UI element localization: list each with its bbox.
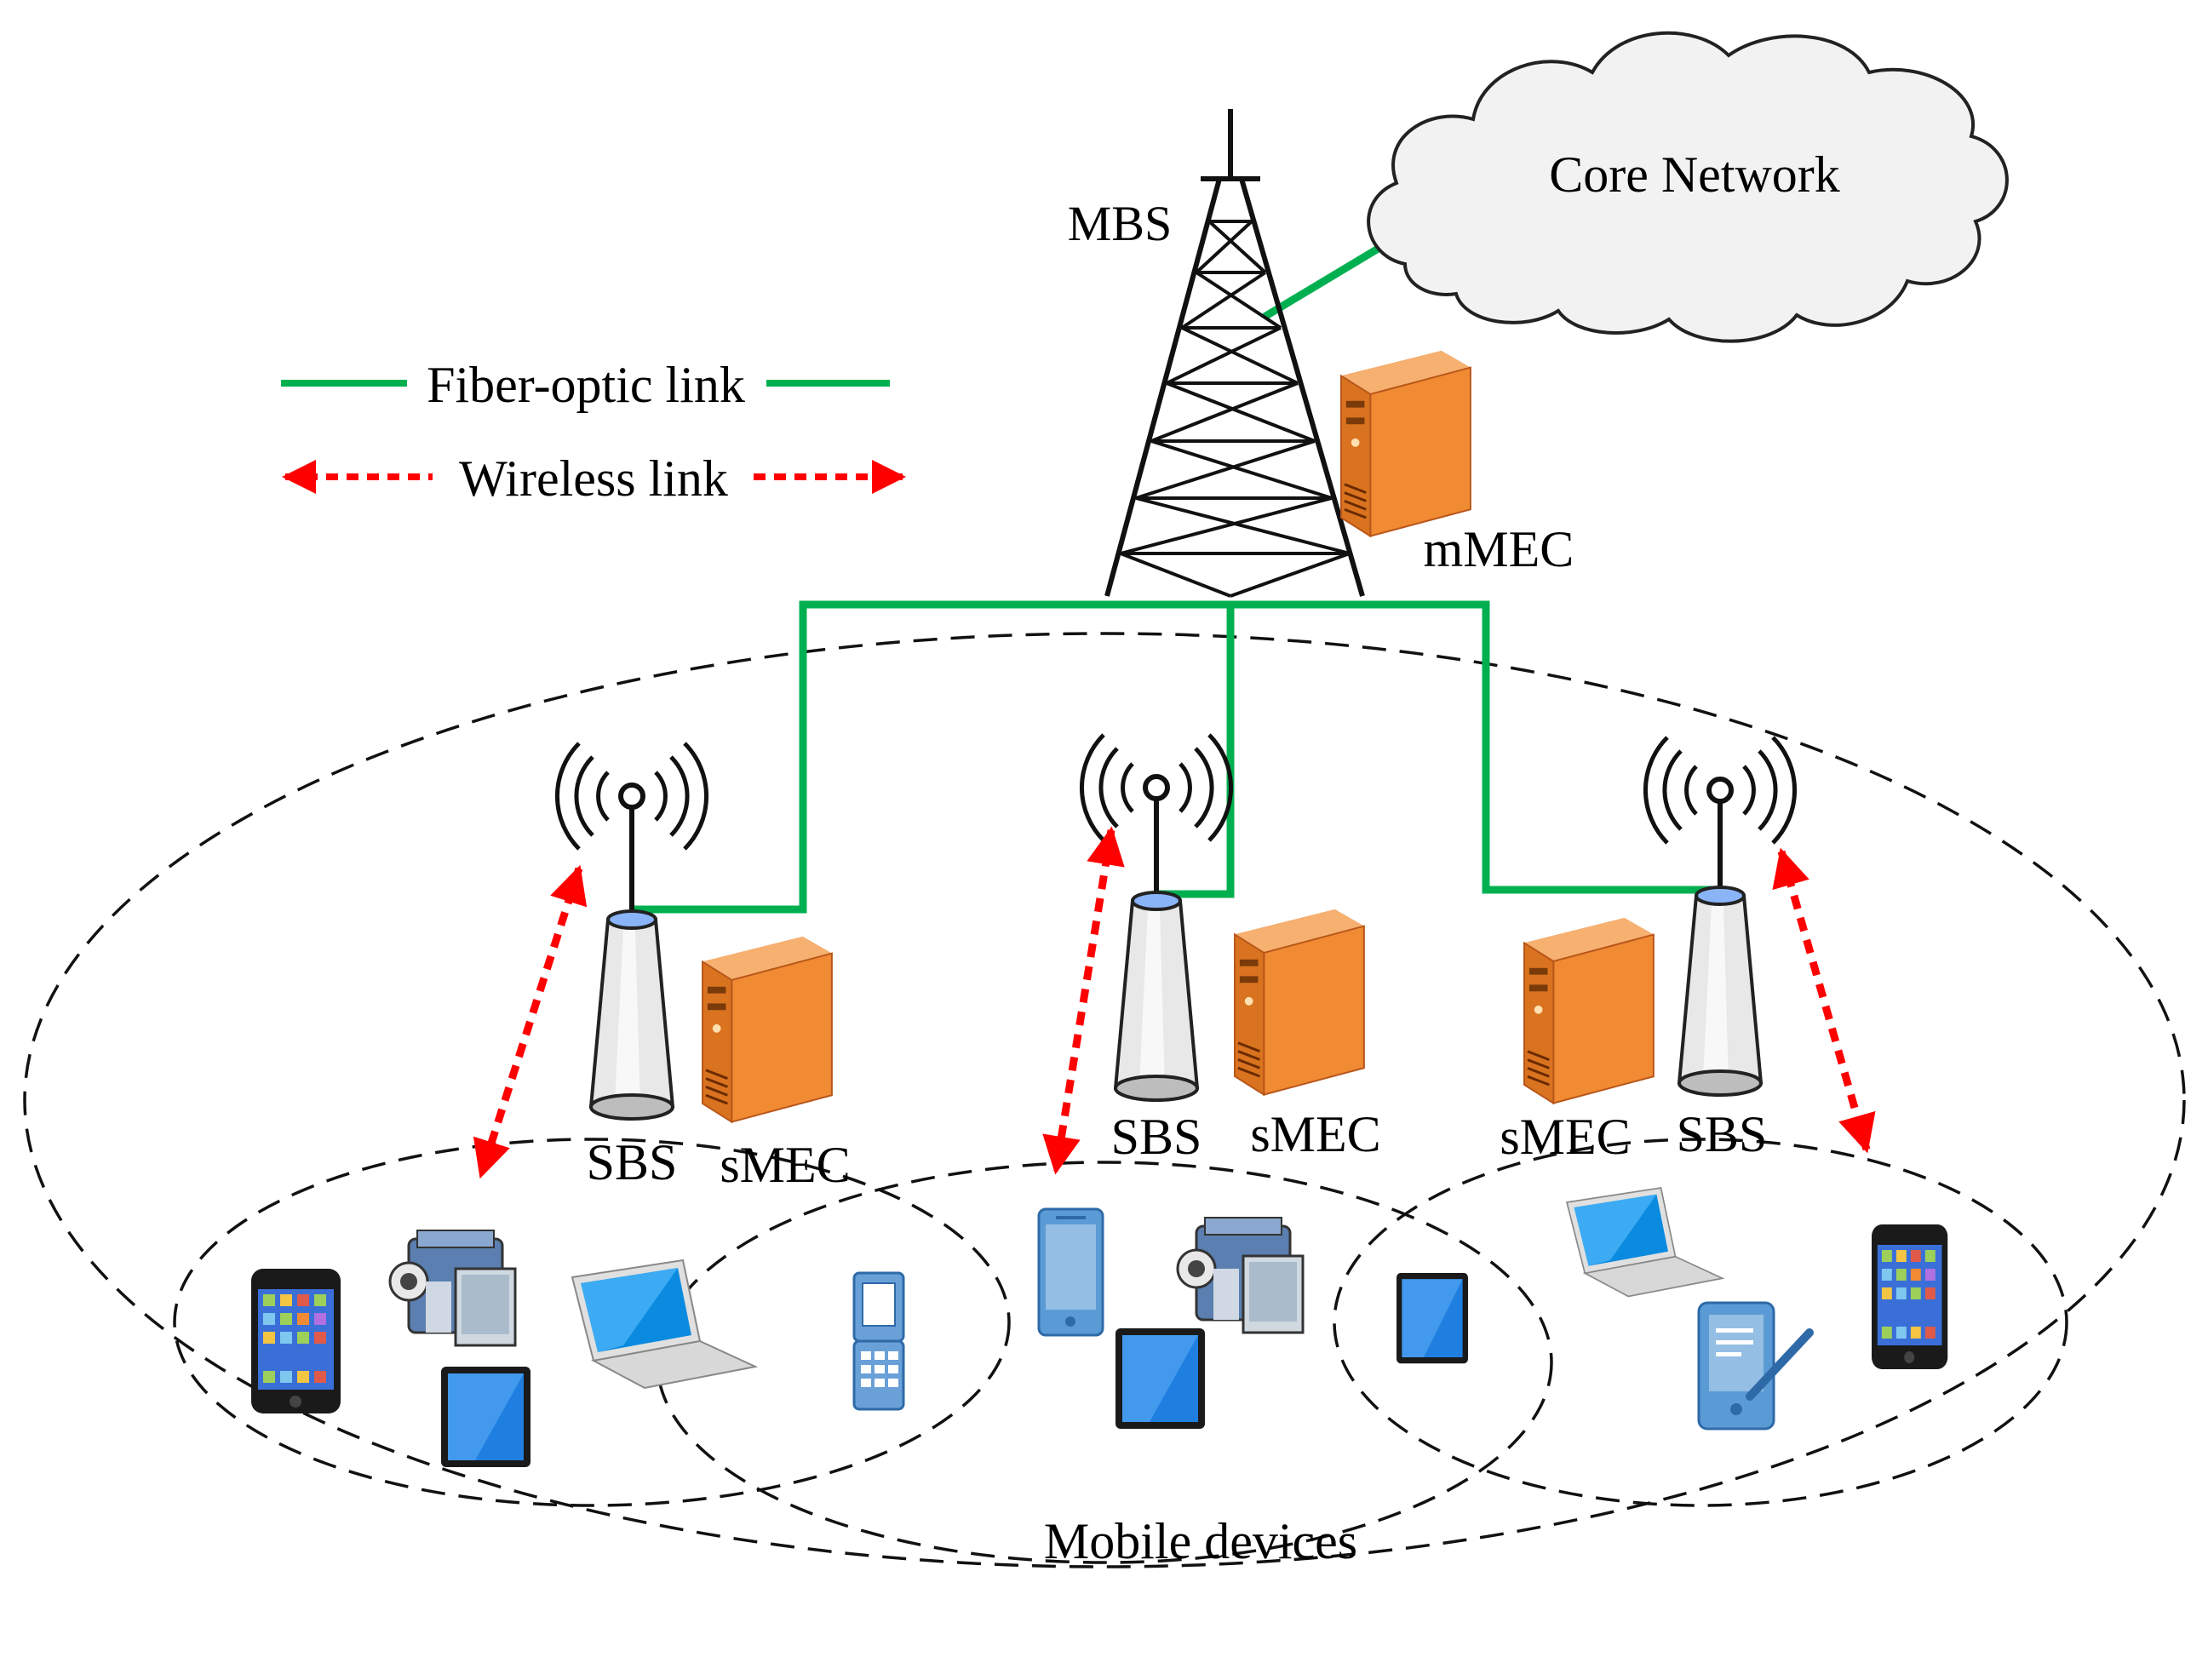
smec-label-2: sMEC [1250,1106,1380,1162]
laptop-icon [1566,1187,1723,1298]
macro-cell-coverage [23,632,2186,1568]
fiber-link-mbs-sbs2 [1156,605,1235,898]
sbs-label-3: SBS [1677,1106,1768,1162]
smartphone-icon [1037,1207,1104,1337]
tablet-icon [1396,1273,1468,1364]
tablet-icon [441,1367,530,1467]
flip-phone-icon [852,1271,905,1411]
legend-wireless-label: Wireless link [459,450,728,507]
pda-stylus-icon [1699,1303,1809,1429]
sbs-label-1: SBS [587,1134,678,1190]
mbs-label: MBS [1068,196,1173,251]
server-icon [1233,908,1366,1097]
fiber-link-mbs-sbs1 [632,600,1230,914]
smartphone-icon [1872,1224,1948,1369]
small-cell-coverage-right [1333,1138,2068,1507]
wireless-link-3 [1772,847,1876,1154]
server-icon [701,935,834,1124]
smec-label-1: sMEC [720,1137,850,1193]
core-network-cloud: Core Network [1367,31,2009,343]
fiber-link-mbs-sbs3 [1230,600,1720,894]
smec-label-3: sMEC [1500,1109,1630,1165]
wireless-link-2 [1042,826,1125,1175]
small-cell-base-station-icon [589,909,674,1121]
camcorder-icon [388,1229,517,1347]
server-icon [1339,349,1472,538]
fiber-link-mbs-core [1262,237,1395,320]
mmec-label: mMEC [1424,521,1574,577]
server-icon [1523,916,1655,1105]
small-cell-coverage-left [173,1138,1011,1507]
laptop-icon [571,1259,756,1389]
small-cell-base-station-icon [1114,891,1199,1102]
smartphone-icon [251,1269,341,1413]
lattice-tower-icon [1104,109,1365,598]
legend: Fiber-optic link Wireless link [281,357,906,507]
legend-fiber-label: Fiber-optic link [427,357,745,413]
core-network-label: Core Network [1549,146,1840,203]
tablet-icon [1115,1328,1205,1429]
wireless-link-1 [473,864,588,1179]
sbs-label-2: SBS [1111,1109,1202,1165]
small-cell-base-station-icon [1678,886,1763,1097]
antenna-broadcast-icon [1645,737,1794,905]
mobile-devices-label: Mobile devices [1044,1513,1357,1569]
camcorder-icon [1176,1216,1305,1334]
antenna-broadcast-icon [557,743,706,911]
